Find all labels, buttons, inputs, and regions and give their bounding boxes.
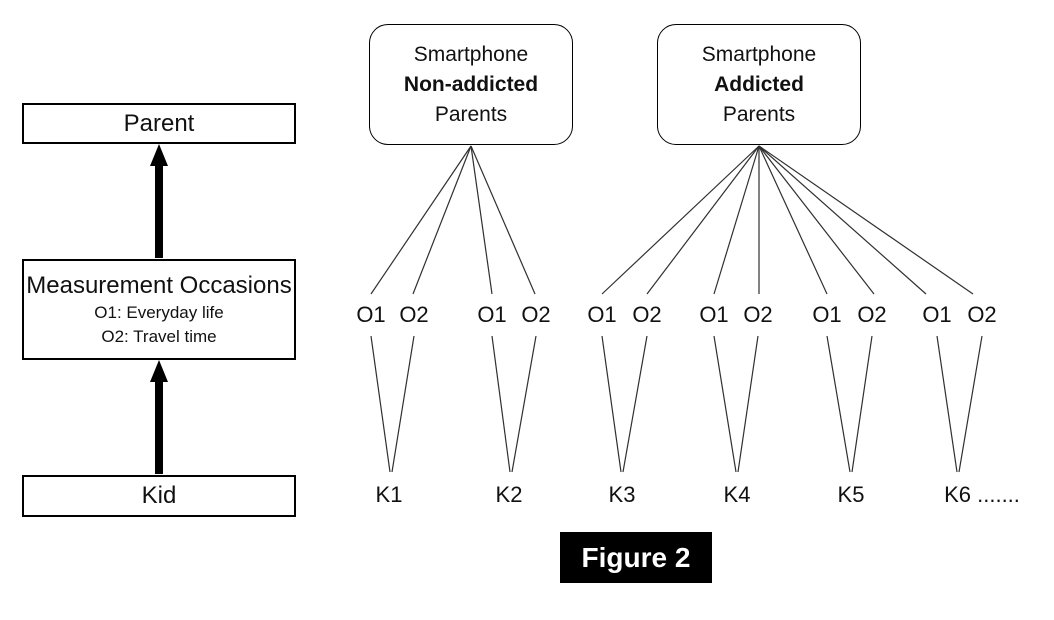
kid-label: K4 bbox=[723, 482, 751, 507]
arrow-measurement-to-parent bbox=[150, 144, 168, 258]
occasion-label: O1 bbox=[477, 302, 507, 327]
kid-label: K5 bbox=[837, 482, 865, 507]
group-addicted-line2: Addicted bbox=[714, 72, 804, 96]
fan-nonaddicted bbox=[370, 145, 536, 295]
measurement-o1-label: O1: Everyday life bbox=[94, 302, 224, 322]
kid-label: K2 bbox=[495, 482, 523, 507]
kid-label: K1 bbox=[375, 482, 403, 507]
arrow-kid-to-measurement bbox=[150, 360, 168, 474]
group-nonaddicted-line1: Smartphone bbox=[413, 42, 529, 66]
occasion-label: O2 bbox=[857, 302, 887, 327]
measurement-occasions-box: Measurement Occasions O1: Everyday life … bbox=[22, 259, 296, 360]
occasion-label: O1 bbox=[922, 302, 952, 327]
group-nonaddicted-line3: Parents bbox=[434, 102, 508, 126]
group-nonaddicted-box: Smartphone Non-addicted Parents bbox=[369, 24, 573, 145]
figure-caption-text: Figure 2 bbox=[581, 541, 691, 573]
kid-label: K6 ....... bbox=[944, 482, 1020, 507]
fan-addicted bbox=[601, 145, 974, 295]
occasion-label: O2 bbox=[743, 302, 773, 327]
occasion-label: O2 bbox=[521, 302, 551, 327]
parent-box-label: Parent bbox=[123, 109, 195, 137]
occasion-label: O1 bbox=[812, 302, 842, 327]
figure-caption: Figure 2 bbox=[560, 532, 712, 583]
measurement-o2-label: O2: Travel time bbox=[101, 326, 217, 346]
occasion-label: O2 bbox=[399, 302, 429, 327]
group-addicted-line3: Parents bbox=[722, 102, 796, 126]
group-nonaddicted-line2: Non-addicted bbox=[403, 72, 539, 96]
parent-box: Parent bbox=[22, 103, 296, 144]
v-lines-kids bbox=[370, 335, 983, 473]
group-addicted-box: Smartphone Addicted Parents bbox=[657, 24, 861, 145]
kid-box-label: Kid bbox=[141, 482, 177, 509]
occasion-label: O1 bbox=[699, 302, 729, 327]
group-addicted-line1: Smartphone bbox=[701, 42, 817, 66]
occasion-label: O1 bbox=[356, 302, 386, 327]
occasion-label: O2 bbox=[967, 302, 997, 327]
occasion-label: O1 bbox=[587, 302, 617, 327]
occasion-label: O2 bbox=[632, 302, 662, 327]
kid-box: Kid bbox=[22, 475, 296, 517]
kid-label: K3 bbox=[608, 482, 636, 507]
measurement-heading: Measurement Occasions bbox=[26, 271, 292, 299]
